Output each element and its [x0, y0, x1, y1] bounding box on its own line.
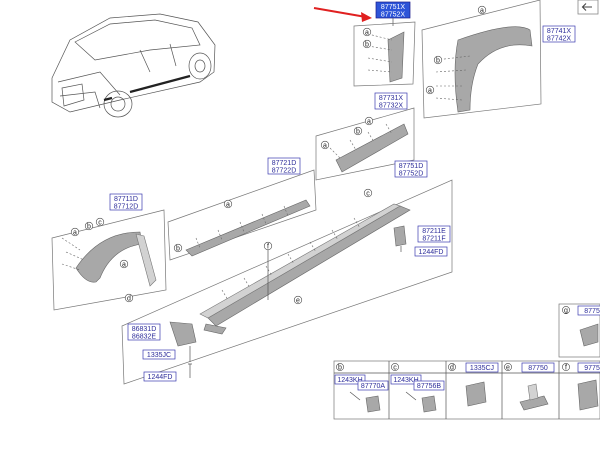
svg-text:87750: 87750 — [584, 308, 600, 315]
svg-text:f: f — [565, 365, 567, 372]
svg-text:c: c — [98, 220, 102, 227]
svg-text:87750: 87750 — [528, 365, 548, 372]
svg-text:87751D: 87751D — [399, 163, 424, 170]
svg-text:a: a — [73, 230, 77, 237]
back-button[interactable] — [577, 0, 599, 15]
svg-text:b: b — [338, 365, 342, 372]
part-tag-87741X[interactable]: 87741X 87742X — [542, 25, 576, 43]
svg-text:87731X: 87731X — [379, 95, 403, 102]
svg-text:87721D: 87721D — [272, 160, 297, 167]
svg-text:87722D: 87722D — [272, 168, 297, 175]
part-tag-1335JC[interactable]: 1335JC — [142, 349, 176, 360]
table-cell-d[interactable]: d 1335CJ — [448, 362, 499, 407]
svg-text:87741X: 87741X — [547, 28, 571, 35]
svg-text:87752D: 87752D — [399, 171, 424, 178]
svg-text:1243KH: 1243KH — [393, 377, 418, 384]
svg-text:87711D: 87711D — [114, 196, 138, 203]
svg-text:b: b — [356, 129, 360, 136]
svg-text:b: b — [87, 224, 91, 231]
svg-text:a: a — [428, 88, 432, 95]
panel-87711D: a b c a d — [51, 209, 167, 311]
svg-text:d: d — [450, 365, 454, 372]
part-tag-1244FD-right[interactable]: 1244FD — [414, 246, 448, 257]
highlight-arrow — [313, 7, 372, 22]
svg-text:1244FD: 1244FD — [148, 374, 173, 381]
panel-87741X: a b a — [421, 0, 542, 119]
panel-87751X: a b — [353, 21, 416, 87]
svg-text:87751X: 87751X — [381, 4, 405, 11]
part-tag-87751D[interactable]: 87751D 87752D — [394, 160, 428, 178]
svg-text:87732X: 87732X — [379, 103, 403, 110]
svg-text:87211F: 87211F — [422, 236, 445, 243]
mudguard-part — [169, 321, 197, 378]
panel-87751D: c f e — [121, 179, 453, 385]
part-tag-87721D[interactable]: 87721D 87722D — [267, 157, 301, 175]
svg-text:1244FD: 1244FD — [419, 249, 444, 256]
svg-text:86831D: 86831D — [132, 326, 157, 333]
svg-text:a: a — [226, 202, 230, 209]
svg-text:f: f — [267, 244, 269, 251]
svg-text:1335CJ: 1335CJ — [470, 365, 494, 372]
svg-text:87752X: 87752X — [381, 12, 405, 19]
svg-text:b: b — [365, 42, 369, 49]
svg-text:a: a — [365, 30, 369, 37]
svg-text:a: a — [323, 143, 327, 150]
svg-text:a: a — [480, 8, 484, 15]
panel-87721D: a b — [167, 169, 317, 261]
table-cell-c[interactable]: c 1243KH 87756B — [390, 363, 445, 413]
svg-text:b: b — [436, 58, 440, 65]
svg-text:97752: 97752 — [584, 365, 600, 372]
svg-text:86832E: 86832E — [132, 334, 156, 341]
svg-text:87742X: 87742X — [547, 36, 571, 43]
arrow-left-icon — [581, 3, 592, 11]
table-cell-f[interactable]: f 97752 — [562, 362, 600, 411]
part-tag-1244FD-left[interactable]: 1244FD — [143, 371, 177, 382]
svg-text:g: g — [564, 308, 568, 315]
svg-text:87770A: 87770A — [361, 383, 385, 390]
svg-text:1335JC: 1335JC — [147, 352, 171, 359]
part-tag-87211E[interactable]: 87211E 87211F — [417, 225, 451, 243]
svg-text:a: a — [122, 262, 126, 269]
table-cell-e[interactable]: e 87750 — [504, 362, 555, 411]
svg-text:d: d — [127, 296, 131, 303]
part-tag-87711D[interactable]: 87711D 87712D — [109, 193, 143, 211]
svg-text:b: b — [176, 246, 180, 253]
table-cell-b[interactable]: b 1243KH 87770A — [334, 363, 389, 413]
panel-87731X: a b a — [315, 107, 415, 181]
car-illustration — [51, 13, 216, 118]
reference-table: b 1243KH 87770A c 1243KH 87756B d 1335CJ… — [333, 303, 600, 420]
svg-text:87712D: 87712D — [114, 204, 139, 211]
svg-text:87756B: 87756B — [417, 383, 441, 390]
svg-text:e: e — [506, 365, 510, 372]
svg-text:e: e — [296, 298, 300, 305]
part-tag-86831D[interactable]: 86831D 86832E — [127, 323, 161, 341]
svg-text:87211E: 87211E — [422, 228, 446, 235]
selected-part-tag[interactable]: 87751X 87752X — [375, 1, 411, 19]
svg-text:c: c — [366, 191, 370, 198]
svg-text:c: c — [393, 365, 397, 372]
svg-text:a: a — [367, 119, 371, 126]
part-tag-87731X[interactable]: 87731X 87732X — [374, 92, 408, 110]
svg-text:1243KH: 1243KH — [337, 377, 362, 384]
table-cell-g[interactable]: g 87750 — [558, 303, 600, 358]
